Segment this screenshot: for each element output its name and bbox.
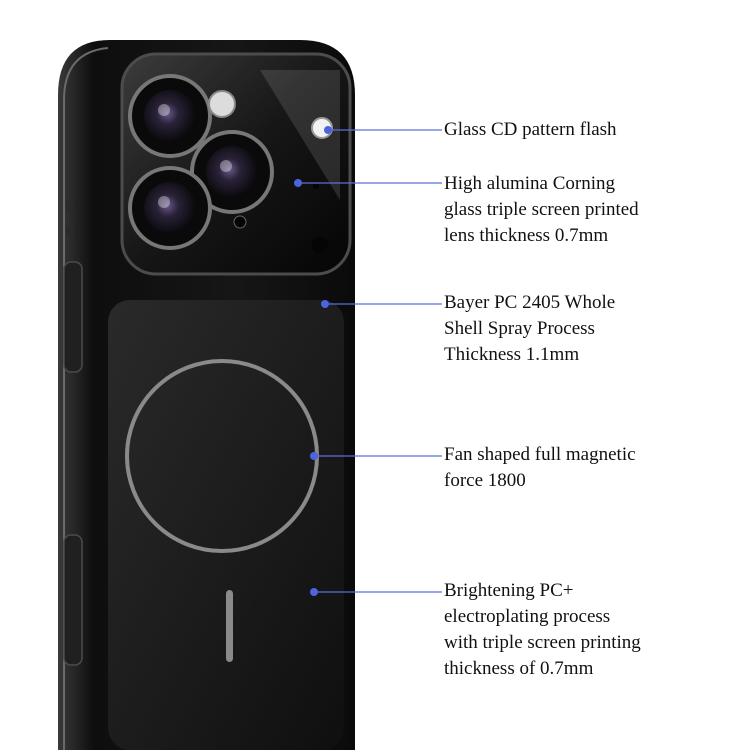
sensor-dot: [312, 237, 328, 253]
callout-line: Brightening PC+: [444, 580, 574, 601]
callout-line: lens thickness 0.7mm: [444, 225, 609, 246]
small-sensor-dot: [313, 183, 319, 189]
callout-line: High alumina Corning: [444, 173, 615, 194]
lens-top-left: [128, 74, 212, 158]
callout-lines: [294, 126, 442, 596]
callout-line: Fan shaped full magnetic: [444, 444, 636, 465]
callout-line: Glass CD pattern flash: [444, 119, 617, 140]
callout-shell: Bayer PC 2405 Whole Shell Spray Process …: [444, 290, 615, 368]
volume-button: [63, 261, 83, 373]
callout-magnetic: Fan shaped full magnetic force 1800: [444, 442, 636, 494]
back-plate: [108, 300, 344, 750]
lens-right: [190, 130, 274, 214]
power-button: [63, 534, 83, 666]
camera-glass-reflection: [260, 70, 340, 200]
lens-bottom-left: [128, 166, 212, 250]
callout-line: electroplating process: [444, 606, 611, 627]
callout-line: with triple screen printing: [444, 632, 641, 653]
callout-line: Shell Spray Process: [444, 318, 595, 339]
callout-line: glass triple screen printed: [444, 199, 639, 220]
side-hole-lower: [66, 225, 74, 237]
magnetic-alignment-bar: [226, 590, 233, 662]
callout-electroplating: Brightening PC+ electroplating process w…: [444, 578, 641, 682]
case-edge-highlight: [63, 47, 109, 750]
mic-hole: [233, 215, 247, 229]
callout-lens-glass: High alumina Corning glass triple screen…: [444, 171, 639, 249]
side-hole-upper: [66, 200, 74, 212]
callout-line: Thickness 1.1mm: [444, 344, 580, 365]
callout-line: force 1800: [444, 470, 526, 491]
callout-line: thickness of 0.7mm: [444, 658, 594, 679]
callout-flash: Glass CD pattern flash: [444, 117, 617, 143]
callout-line: Bayer PC 2405 Whole: [444, 292, 616, 313]
lidar-sensor: [208, 90, 236, 118]
